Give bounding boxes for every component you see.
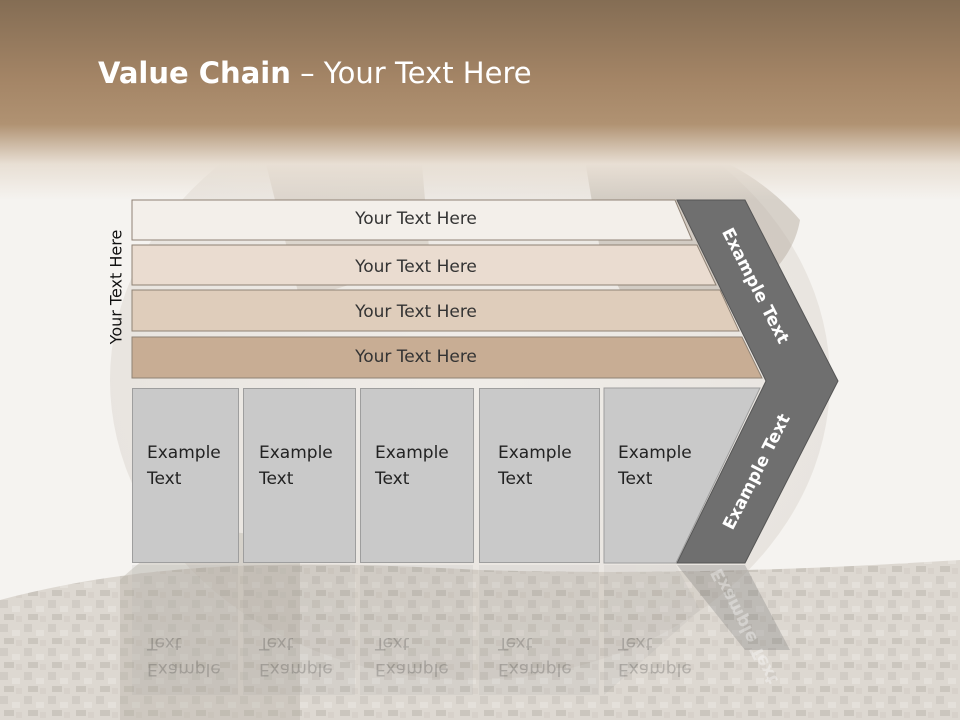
support-bar-4: [131, 336, 763, 379]
support-bar-4-label: Your Text Here: [355, 347, 477, 367]
support-bar-1-label: Your Text Here: [355, 209, 477, 229]
support-bar-3: [131, 289, 740, 332]
chevron-reflection: [677, 565, 790, 650]
header-band: [0, 0, 960, 200]
primary-activity-5-shape: [603, 387, 761, 564]
slide-title: Value Chain – Your Text Here: [98, 56, 532, 90]
support-bar-1: [131, 199, 693, 241]
support-bar-2-label: Your Text Here: [355, 257, 477, 277]
support-bar-2: [131, 244, 717, 286]
primary-activity-2: [243, 388, 356, 563]
support-bar-3-label: Your Text Here: [355, 302, 477, 322]
primary-activity-1: [132, 388, 239, 563]
primary-activity-4: [479, 388, 600, 563]
primary-activity-3: [360, 388, 474, 563]
margin-chevron: [676, 199, 839, 564]
